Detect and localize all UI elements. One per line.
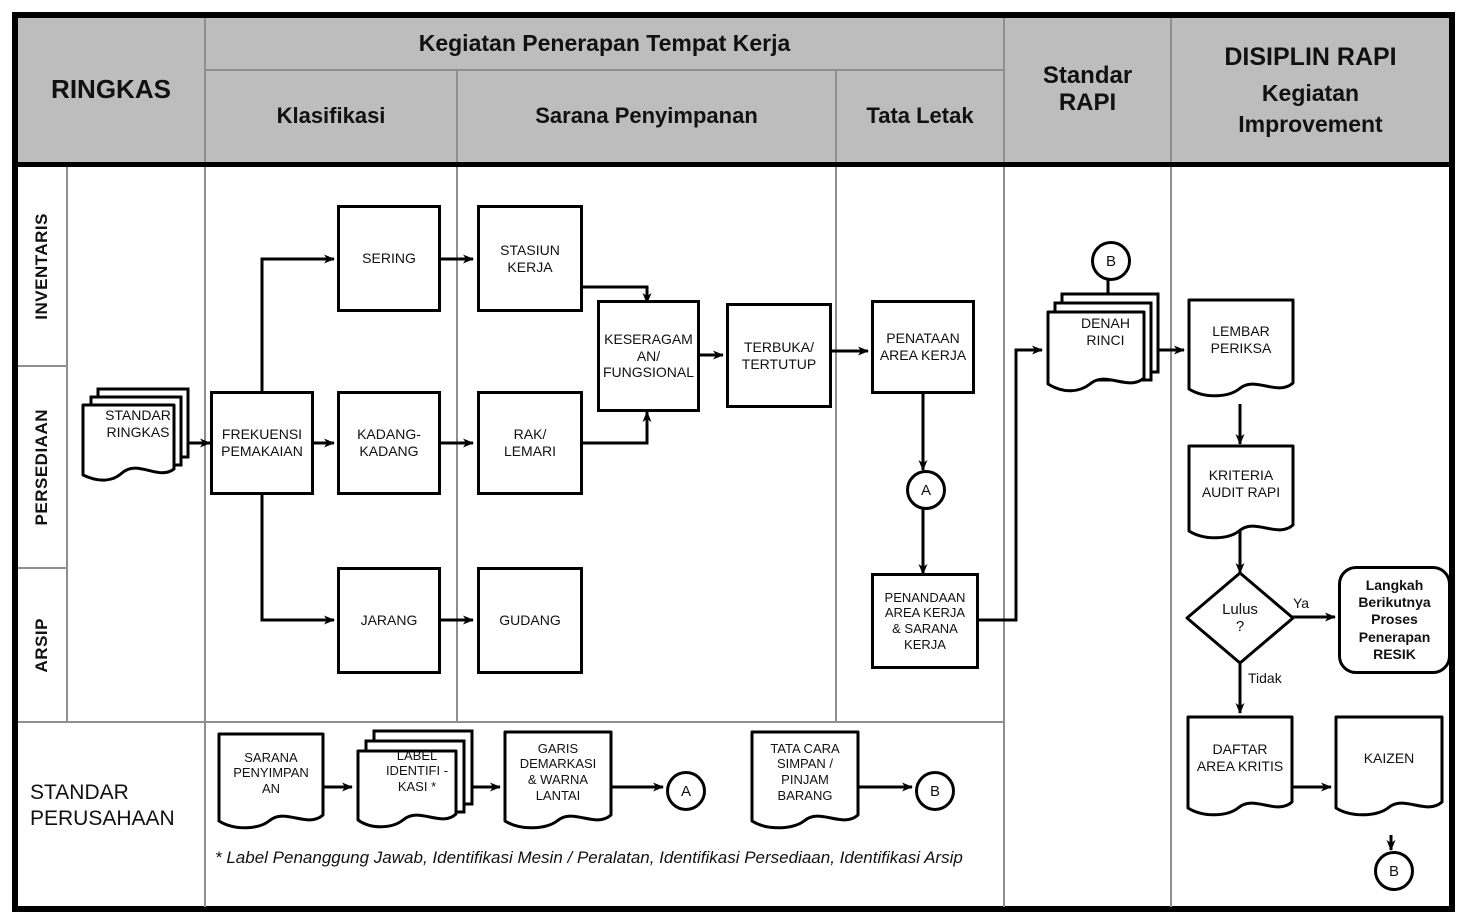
row-label-inventaris-text: INVENTARIS — [32, 212, 51, 320]
connector-b-top[interactable]: B — [1091, 241, 1131, 281]
node-label-identifikasi[interactable]: LABEL IDENTIFI - KASI * — [355, 728, 475, 836]
node-frekuensi-pemakaian[interactable]: FREKUENSI PEMAKAIAN — [210, 391, 314, 495]
node-daftar-area-kritis-label: DAFTAR AREA KRITIS — [1196, 741, 1284, 774]
grid-line-col-standarrapi — [1170, 167, 1172, 907]
row-label-standar-perusahaan: STANDAR PERUSAHAAN — [30, 780, 175, 833]
header-standar-rapi-line2: RAPI — [1058, 89, 1117, 116]
node-kaizen[interactable]: KAIZEN — [1334, 714, 1444, 822]
row-label-inventaris: INVENTARIS — [18, 167, 66, 365]
header-group-kegiatan-label: Kegiatan Penerapan Tempat Kerja — [418, 29, 791, 56]
node-daftar-area-kritis[interactable]: DAFTAR AREA KRITIS — [1186, 714, 1294, 822]
grid-line-col-klasifikasi — [456, 167, 458, 722]
node-jarang[interactable]: JARANG — [337, 567, 441, 674]
header-tata-letak: Tata Letak — [837, 71, 1005, 162]
node-tata-cara-simpan[interactable]: TATA CARA SIMPAN / PINJAM BARANG — [750, 729, 860, 835]
header-disiplin-rapi-title: DISIPLIN RAPI — [1224, 42, 1397, 71]
row-label-persediaan: PERSEDIAAN — [18, 367, 66, 567]
header-klasifikasi: Klasifikasi — [206, 71, 458, 162]
row-label-arsip-text: ARSIP — [32, 617, 51, 673]
header-klasifikasi-label: Klasifikasi — [276, 103, 386, 129]
node-sarana-penyimpanan-label: SARANA PENYIMPAN AN — [233, 749, 309, 796]
header-disiplin-rapi-line2: Kegiatan — [1261, 79, 1360, 106]
row-label-standar-perusahaan-line2: PERUSAHAAN — [30, 807, 175, 831]
header-group-kegiatan: Kegiatan Penerapan Tempat Kerja — [206, 18, 1005, 71]
node-lulus-decision[interactable]: Lulus ? — [1184, 570, 1296, 666]
grid-line-row-standar-perusahaan — [18, 721, 1005, 723]
edge-label-tidak: Tidak — [1248, 670, 1282, 686]
node-standar-ringkas[interactable]: STANDAR RINGKAS — [80, 385, 192, 487]
header-ringkas: RINGKAS — [18, 18, 206, 162]
node-lembar-periksa-label: LEMBAR PERIKSA — [1210, 323, 1272, 356]
node-langkah-berikutnya[interactable]: Langkah Berikutnya Proses Penerapan RESI… — [1338, 566, 1451, 674]
node-label-identifikasi-label: LABEL IDENTIFI - KASI * — [385, 747, 449, 794]
node-standar-ringkas-label: STANDAR RINGKAS — [105, 407, 171, 440]
header-ringkas-label: RINGKAS — [51, 74, 171, 105]
edge-label-ya: Ya — [1293, 595, 1310, 611]
footnote-label-identifikasi: * Label Penanggung Jawab, Identifikasi M… — [215, 848, 963, 867]
grid-line-col-sarana — [835, 167, 837, 722]
node-kriteria-audit-rapi[interactable]: KRITERIA AUDIT RAPI — [1187, 443, 1295, 545]
connector-b-bottom[interactable]: B — [1374, 851, 1414, 891]
grid-line-row-persediaan — [18, 567, 66, 569]
node-kadang-kadang[interactable]: KADANG- KADANG — [337, 391, 441, 495]
node-gudang[interactable]: GUDANG — [477, 567, 583, 674]
header-bottom-rule — [18, 162, 1449, 167]
header-sarana-penyimpanan-label: Sarana Penyimpanan — [535, 103, 758, 129]
node-garis-demarkasi[interactable]: GARIS DEMARKASI & WARNA LANTAI — [503, 729, 613, 835]
header-tata-letak-label: Tata Letak — [866, 103, 974, 129]
header-sarana-penyimpanan: Sarana Penyimpanan — [458, 71, 837, 162]
node-rak-lemari[interactable]: RAK/ LEMARI — [477, 391, 583, 495]
node-penandaan-area-kerja[interactable]: PENANDAAN AREA KERJA & SARANA KERJA — [871, 573, 979, 669]
connector-b-mid[interactable]: B — [915, 771, 955, 811]
node-sering[interactable]: SERING — [337, 205, 441, 312]
node-penataan-area-kerja[interactable]: PENATAAN AREA KERJA — [871, 300, 975, 394]
header-standar-rapi-line1: Standar — [1042, 62, 1133, 90]
connector-a-1[interactable]: A — [906, 470, 946, 510]
node-stasiun-kerja[interactable]: STASIUN KERJA — [477, 205, 583, 312]
node-denah-rinci-label: DENAH RINCI — [1080, 315, 1130, 348]
header-disiplin-rapi-line3: Improvement — [1238, 111, 1383, 137]
node-tata-cara-simpan-label: TATA CARA SIMPAN / PINJAM BARANG — [770, 740, 840, 803]
connector-a-2[interactable]: A — [666, 771, 706, 811]
node-sarana-penyimpanan[interactable]: SARANA PENYIMPAN AN — [217, 731, 325, 835]
grid-line-col-ringkas — [204, 167, 206, 907]
node-terbuka-tertutup[interactable]: TERBUKA/ TERTUTUP — [726, 303, 832, 408]
header-disiplin-rapi: DISIPLIN RAPI Kegiatan Improvement — [1172, 18, 1449, 162]
row-label-persediaan-text: PERSEDIAAN — [32, 408, 51, 526]
node-kaizen-label: KAIZEN — [1363, 749, 1415, 766]
node-lulus-label: Lulus ? — [1222, 600, 1258, 635]
node-keseragaman-fungsional[interactable]: KESERAGAM AN/ FUNGSIONAL — [597, 300, 700, 412]
header-standar-rapi: Standar RAPI — [1005, 18, 1172, 162]
grid-line-row-inventaris — [18, 365, 66, 367]
grid-line-col-tataletak — [1003, 167, 1005, 907]
diagram-frame — [12, 12, 1455, 912]
node-garis-demarkasi-label: GARIS DEMARKASI & WARNA LANTAI — [519, 740, 597, 803]
grid-line-col-rowlabel — [66, 167, 68, 722]
node-denah-rinci[interactable]: DENAH RINCI — [1046, 290, 1161, 398]
node-lembar-periksa[interactable]: LEMBAR PERIKSA — [1187, 297, 1295, 403]
node-kriteria-audit-rapi-label: KRITERIA AUDIT RAPI — [1201, 467, 1281, 500]
row-label-arsip: ARSIP — [18, 569, 66, 721]
row-label-standar-perusahaan-line1: STANDAR — [30, 781, 129, 804]
